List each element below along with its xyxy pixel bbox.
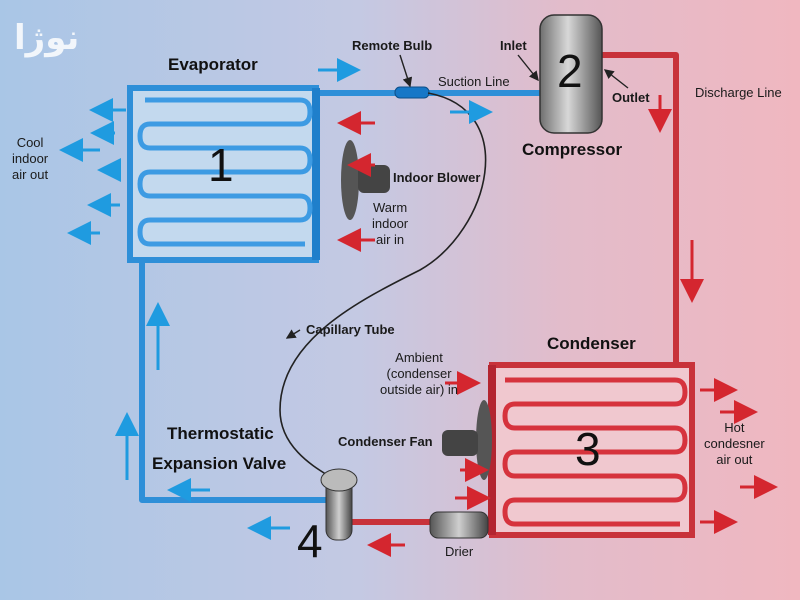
ambient-air-label-line1: Ambient <box>395 350 443 365</box>
condenser-title: Condenser <box>547 334 636 353</box>
cool-air-label: Cool indoor air out <box>12 135 48 183</box>
suction-line-label: Suction Line <box>438 74 510 89</box>
hot-air-arrows <box>337 95 778 557</box>
ambient-air-label-line2: (condenser <box>386 366 452 381</box>
leader-lines <box>285 54 629 339</box>
condenser-coil <box>488 362 695 538</box>
expansion-valve-title-line1: Thermostatic <box>167 424 274 443</box>
remote-bulb-label: Remote Bulb <box>352 38 433 53</box>
drier <box>429 511 489 539</box>
warm-air-label: Warm indoor air in <box>372 200 408 248</box>
evaporator-number: 1 <box>208 139 234 191</box>
cold-air-arrows <box>59 58 493 540</box>
evaporator-coil <box>127 85 320 263</box>
cool-air-label-line1: Cool <box>16 135 44 150</box>
expansion-valve-title-line2: Expansion Valve <box>152 454 287 473</box>
hot-air-label-line2: condesner <box>704 436 765 451</box>
condenser-fan-label: Condenser Fan <box>338 434 433 449</box>
drier-label: Drier <box>445 544 474 559</box>
hot-air-label-line1: Hot <box>724 420 745 435</box>
indoor-blower-label: Indoor Blower <box>393 170 481 185</box>
compressor-title: Compressor <box>522 140 623 159</box>
hot-air-label-line3: air out <box>716 452 753 467</box>
compressor-body <box>539 14 603 134</box>
evaporator-title: Evaporator <box>168 55 258 74</box>
hot-air-label: Hot condesner air out <box>704 420 765 468</box>
warm-air-label-line2: indoor <box>372 216 409 231</box>
outlet-label: Outlet <box>612 90 650 105</box>
capillary-tube <box>279 92 487 479</box>
condenser-fan <box>442 400 492 480</box>
compressor-number: 2 <box>557 45 583 97</box>
ambient-air-label: Ambient (condenser outside air) in <box>380 350 458 398</box>
expansion-valve-number: 4 <box>297 515 323 567</box>
cool-air-label-line2: indoor <box>12 151 49 166</box>
ambient-air-label-line3: outside air) in <box>380 382 459 397</box>
warm-air-label-line1: Warm <box>372 200 408 215</box>
watermark-logo: نوژا <box>14 19 80 57</box>
warm-air-label-line3: air in <box>375 232 405 247</box>
capillary-tube-label: Capillary Tube <box>306 322 395 337</box>
inlet-label: Inlet <box>500 38 527 53</box>
remote-bulb <box>394 86 430 99</box>
condenser-number: 3 <box>575 423 601 475</box>
discharge-line-label: Discharge Line <box>695 85 782 100</box>
cool-air-label-line3: air out <box>12 167 49 182</box>
expansion-valve <box>320 468 358 541</box>
